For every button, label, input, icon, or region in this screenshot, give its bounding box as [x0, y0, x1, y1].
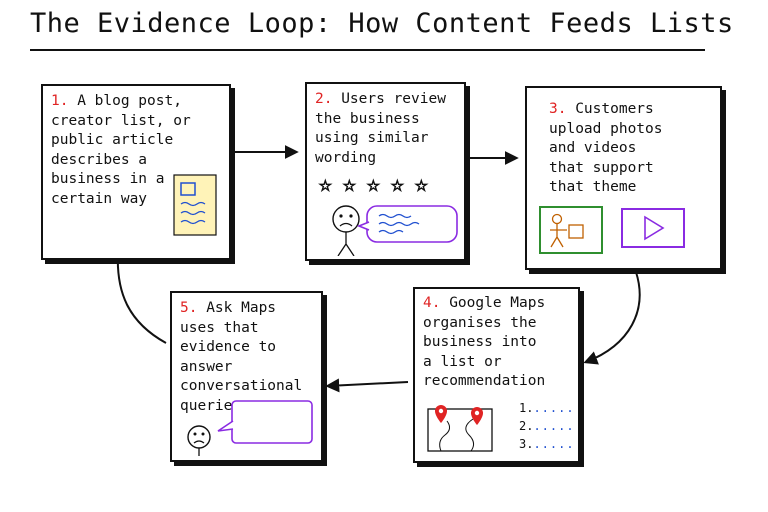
- star-icon: ☆: [343, 172, 357, 196]
- step-2-number: 2.: [315, 91, 333, 107]
- speech-bubble-icon: [217, 400, 313, 444]
- step-3-number: 3.: [549, 101, 567, 117]
- list-item: 1......: [519, 401, 575, 415]
- step-5-number: 5.: [180, 300, 198, 316]
- step-panel-4: 4. Google Maps organises the business in…: [413, 287, 580, 463]
- step-panel-3: 3. Customers upload photos and videos th…: [525, 86, 722, 270]
- article-icon: [173, 174, 217, 236]
- arrow-3-to-4: [583, 271, 641, 365]
- step-5-text: 5. Ask Maps uses that evidence to answer…: [180, 299, 302, 416]
- step-4-number: 4.: [423, 295, 441, 311]
- star-icon: ☆: [319, 172, 333, 196]
- star-rating: ☆ ☆ ☆ ☆ ☆: [319, 172, 459, 198]
- map-pin-icon: [435, 405, 447, 423]
- step-4-description: Google Maps organises the business into …: [423, 295, 546, 389]
- arrow-4-to-5: [325, 378, 409, 393]
- star-icon: ☆: [415, 172, 429, 196]
- map-pin-icon: [471, 407, 483, 425]
- star-icon: ☆: [391, 172, 405, 196]
- reviewer: [332, 205, 458, 256]
- title-underline: [30, 49, 705, 51]
- step-panel-1: 1. A blog post, creator list, or public …: [41, 84, 231, 260]
- step-panel-2: 2. Users review the business using simil…: [305, 82, 466, 261]
- step-2-text: 2. Users review the business using simil…: [315, 90, 446, 168]
- assistant-query: [187, 400, 313, 456]
- step-3-description: Customers upload photos and videos that …: [549, 101, 663, 195]
- list-item: 2......: [519, 419, 575, 433]
- map-icon: [427, 405, 493, 452]
- step-4-text: 4. Google Maps organises the business in…: [423, 294, 545, 392]
- step-1-description: A blog post, creator list, or public art…: [51, 93, 191, 207]
- step-panel-5: 5. Ask Maps uses that evidence to answer…: [170, 291, 323, 462]
- step-2-description: Users review the business using similar …: [315, 91, 446, 166]
- sad-face-icon: [332, 205, 360, 256]
- photo-icon: [539, 206, 603, 254]
- star-icon: ☆: [367, 172, 381, 196]
- step-1-text: 1. A blog post, creator list, or public …: [51, 92, 191, 209]
- sad-face-icon: [187, 425, 211, 456]
- step-5-description: Ask Maps uses that evidence to answer co…: [180, 300, 303, 414]
- step-1-number: 1.: [51, 93, 69, 109]
- diagram-title: The Evidence Loop: How Content Feeds Lis…: [30, 8, 734, 39]
- step-3-text: 3. Customers upload photos and videos th…: [549, 100, 663, 198]
- arrow-5-to-1: [110, 249, 167, 344]
- list-item: 3......: [519, 437, 575, 451]
- speech-bubble-icon: [356, 205, 458, 243]
- video-play-icon: [621, 208, 685, 248]
